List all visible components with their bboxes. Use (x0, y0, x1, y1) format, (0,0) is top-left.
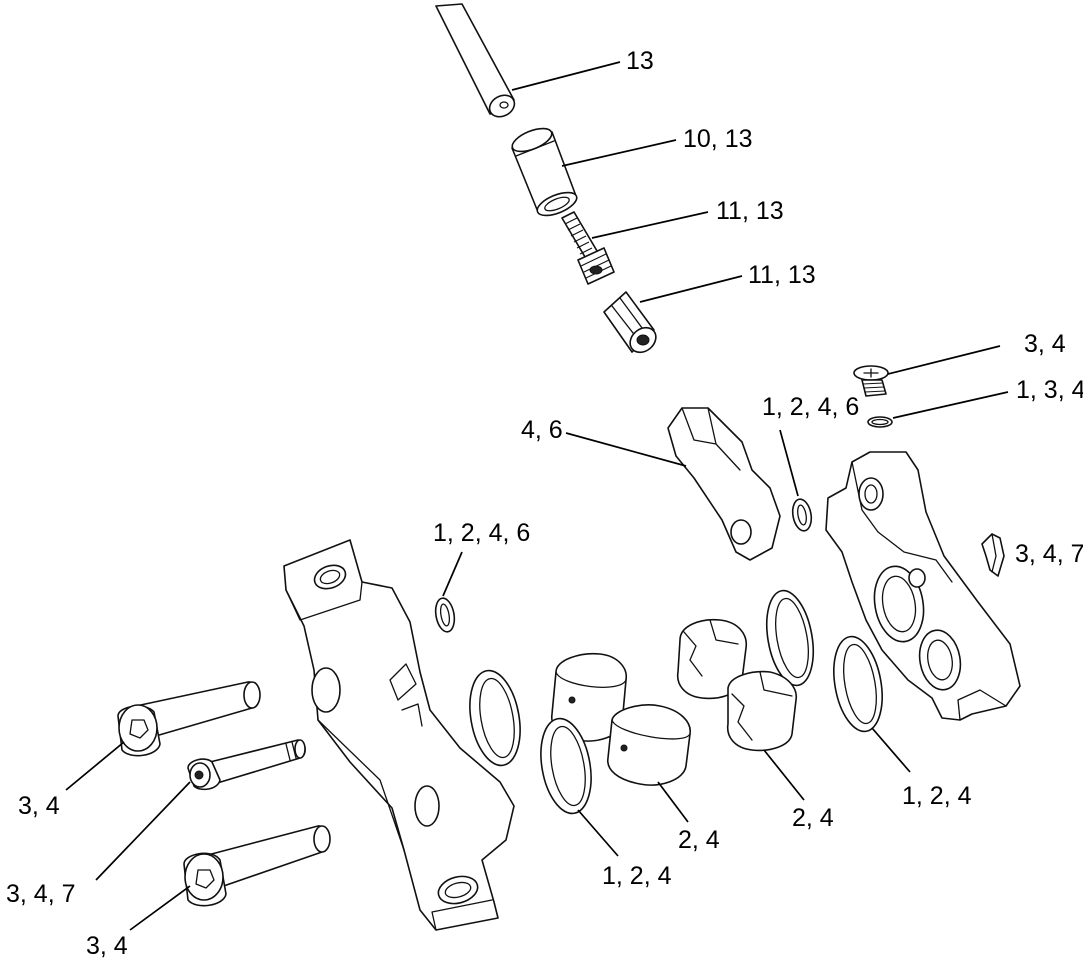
callout-bolt-lower: 3, 4 (86, 932, 128, 960)
callout-insert: 11, 13 (716, 197, 784, 225)
leader-insert (591, 211, 709, 239)
callout-hose: 13 (626, 47, 654, 75)
leader-olive (561, 139, 677, 167)
callout-seal-right-front: 1, 2, 4 (902, 782, 972, 810)
oring-right (791, 498, 813, 532)
leader-pad-spring (565, 432, 687, 467)
callout-pad-spring: 4, 6 (521, 416, 563, 444)
leader-bleed-oring (892, 391, 1009, 419)
compression-nut (603, 291, 657, 354)
mounting-bolt-upper (117, 681, 261, 757)
pad-clip (981, 533, 1005, 577)
hydraulic-hose (435, 3, 516, 118)
leader-seal-right-front (871, 727, 911, 773)
callout-olive: 10, 13 (683, 125, 753, 153)
callout-bleed-screw: 3, 4 (1024, 330, 1066, 358)
hose-olive (511, 127, 578, 217)
bleed-screw (853, 365, 889, 397)
piston-seal-right-rear (765, 589, 815, 687)
leader-seal-left-front (577, 809, 619, 857)
callout-oring-right: 1, 2, 4, 6 (762, 393, 859, 421)
pad-spring (667, 407, 781, 561)
caliper-half-right (825, 451, 1021, 721)
leader-compression-nut (639, 275, 743, 303)
leader-bleed-screw (887, 345, 1001, 375)
callout-seal-left-front: 1, 2, 4 (602, 862, 672, 890)
bleed-oring (867, 416, 893, 428)
piston-seal-right-front (833, 635, 883, 733)
callout-oring-left: 1, 2, 4, 6 (433, 519, 530, 547)
caliper-half-left (283, 539, 515, 931)
leader-oring-right (779, 429, 799, 497)
leader-hose (511, 61, 621, 91)
callout-pad-pin: 3, 4, 7 (6, 880, 76, 908)
leader-bolt-upper (65, 741, 125, 791)
callout-bleed-oring: 1, 3, 4 (1016, 376, 1083, 404)
oring-left (434, 597, 456, 633)
piston-right-front (726, 670, 797, 752)
callout-compression-nut: 11, 13 (748, 261, 816, 289)
piston-seal-left-front (540, 717, 592, 815)
callout-bolt-upper: 3, 4 (18, 792, 60, 820)
leader-oring-left (442, 551, 463, 597)
leader-pad-pin (95, 781, 191, 881)
leader-bolt-lower (129, 885, 191, 931)
threaded-insert (561, 211, 615, 285)
piston-left-front (607, 704, 691, 786)
piston-seal-left-rear (469, 669, 521, 767)
leader-piston-right-front (763, 749, 805, 801)
callout-pad-clip: 3, 4, 7 (1015, 540, 1083, 568)
leader-piston-left-front (657, 781, 689, 823)
mounting-bolt-lower (183, 825, 331, 907)
callout-piston-right-front: 2, 4 (792, 804, 834, 832)
callout-piston-left-front: 2, 4 (678, 826, 720, 854)
pad-pin (187, 739, 306, 791)
